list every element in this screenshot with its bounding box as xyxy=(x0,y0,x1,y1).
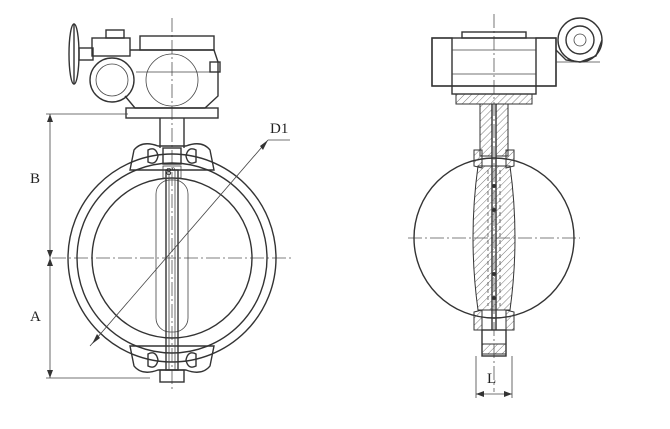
front-view xyxy=(46,18,292,392)
dimension-l-label: L xyxy=(487,371,497,387)
side-seat xyxy=(473,149,515,357)
stem-neck xyxy=(159,118,185,165)
d1-dimension xyxy=(89,139,290,347)
dimension-b-label: B xyxy=(30,171,41,187)
l-dimension xyxy=(475,356,513,398)
side-view xyxy=(408,14,603,398)
dimension-d1-label: D1 xyxy=(270,121,289,137)
valve-body xyxy=(67,143,277,383)
handwheel-icon xyxy=(68,23,94,85)
dimension-a-label: A xyxy=(30,309,41,325)
angle-mark-label: 8° xyxy=(166,167,176,178)
ab-dimensions xyxy=(46,113,150,379)
gearbox xyxy=(89,29,221,119)
side-disc xyxy=(413,157,575,319)
side-gearbox xyxy=(431,17,603,105)
